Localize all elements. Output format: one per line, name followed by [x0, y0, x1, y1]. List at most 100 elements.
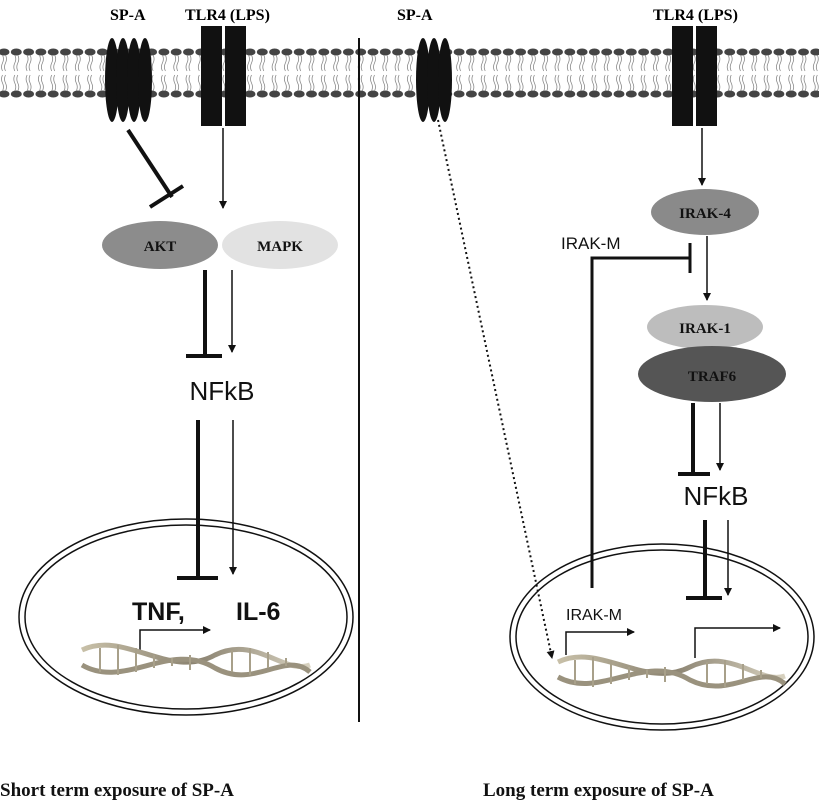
lipid-head	[552, 90, 563, 98]
lipid-tail	[74, 74, 81, 92]
lipid-tail	[468, 54, 475, 72]
lipid-head	[60, 48, 71, 56]
lipid-head	[60, 90, 71, 98]
tlr4-receptor-right	[672, 26, 717, 126]
lipid-head	[269, 48, 281, 56]
lipid-tail	[640, 54, 647, 72]
membrane-outer-leaflet	[0, 48, 819, 72]
lipid-head	[564, 90, 576, 98]
lipid-head	[465, 90, 477, 98]
lipid-head	[379, 48, 391, 56]
lipid-head	[748, 48, 760, 56]
lipid-tail	[62, 54, 69, 72]
nucleus-outer-right	[509, 543, 815, 731]
lipid-head	[810, 48, 819, 56]
lipid-head	[158, 90, 170, 98]
lipid-head	[379, 90, 391, 98]
lipid-tail	[739, 54, 745, 72]
lipid-tail	[800, 54, 807, 72]
irak4-node	[651, 189, 759, 235]
spa-label-right: SP-A	[397, 7, 433, 24]
lipid-tail	[542, 54, 549, 72]
lipid-head	[588, 90, 600, 98]
lipid-head	[170, 48, 182, 56]
lipid-head	[613, 90, 625, 98]
lipid-tail	[1, 74, 7, 92]
lipid-head	[23, 90, 35, 98]
lipid-tail	[74, 54, 81, 72]
irak1-label: IRAK-1	[679, 321, 731, 337]
lipid-tail	[333, 54, 339, 72]
lipid-tail	[173, 54, 180, 72]
spa-receptor-left	[105, 38, 152, 122]
lipid-tail	[308, 74, 315, 92]
lipid-tail	[640, 74, 647, 92]
lipid-head	[244, 48, 256, 56]
lipid-head	[281, 90, 293, 98]
lipid-tail	[284, 74, 290, 92]
lipid-head	[35, 90, 47, 98]
lipid-tail	[25, 54, 32, 72]
lipid-head	[539, 48, 551, 56]
lipid-head	[761, 90, 773, 98]
lipid-tail	[493, 54, 499, 72]
lipid-tail	[616, 74, 622, 92]
lipid-tail	[333, 74, 339, 92]
irak4-label: IRAK-4	[679, 206, 731, 222]
lipid-head	[502, 48, 514, 56]
lipid-head	[613, 48, 625, 56]
lipid-tail	[812, 74, 819, 92]
lipid-head	[564, 48, 576, 56]
lipid-head	[625, 90, 637, 98]
lipid-tail	[247, 74, 253, 92]
lipid-head	[342, 48, 354, 56]
lipid-head	[662, 48, 674, 56]
spa-dotted-arrow-irakm	[437, 119, 555, 659]
lipid-tail	[480, 54, 487, 72]
lipid-tail	[185, 74, 192, 92]
lipid-head	[625, 48, 637, 56]
lipid-tail	[665, 54, 672, 72]
nfkb-label-left: NFkB	[190, 376, 255, 406]
tnf-label: TNF,	[132, 598, 185, 626]
lipid-head	[539, 90, 551, 98]
lipid-head	[244, 90, 256, 98]
lipid-tail	[726, 54, 733, 72]
traf6-label: TRAF6	[688, 369, 737, 385]
lipid-head	[72, 48, 84, 56]
lipid-tail	[407, 54, 413, 72]
lipid-tail	[653, 74, 659, 92]
lipid-head	[367, 48, 379, 56]
lipid-tail	[173, 74, 180, 92]
lipid-tail	[554, 74, 561, 92]
cytokine-transcription-arrow	[694, 624, 781, 658]
lipid-head	[281, 48, 293, 56]
lipid-head	[478, 48, 490, 56]
lipid-head	[158, 48, 170, 56]
transcription-arrow-left	[139, 626, 211, 650]
lipid-tail	[788, 54, 795, 72]
nucleus-inner-right	[515, 549, 809, 725]
lipid-head	[23, 48, 35, 56]
lipid-head	[330, 90, 342, 98]
lipid-head	[810, 90, 819, 98]
lipid-tail	[38, 74, 44, 92]
lipid-head	[293, 90, 305, 98]
lipid-tail	[370, 74, 376, 92]
lipid-tail	[370, 54, 376, 72]
tlr4-receptor-left	[201, 26, 246, 126]
lipid-tail	[345, 74, 352, 92]
tlr4-label-right: TLR4 (LPS)	[653, 7, 738, 24]
lipid-head	[601, 90, 613, 98]
lipid-tail	[505, 54, 512, 72]
lipid-tail	[554, 54, 561, 72]
lipid-head	[96, 90, 108, 98]
irak1-node	[647, 305, 763, 349]
lipid-tail	[505, 74, 512, 92]
lipid-tail	[542, 74, 549, 92]
lipid-head	[318, 90, 330, 98]
lipid-tail	[530, 54, 536, 72]
lipid-tail	[62, 74, 69, 92]
lipid-tail	[308, 54, 315, 72]
lipid-head	[170, 90, 182, 98]
